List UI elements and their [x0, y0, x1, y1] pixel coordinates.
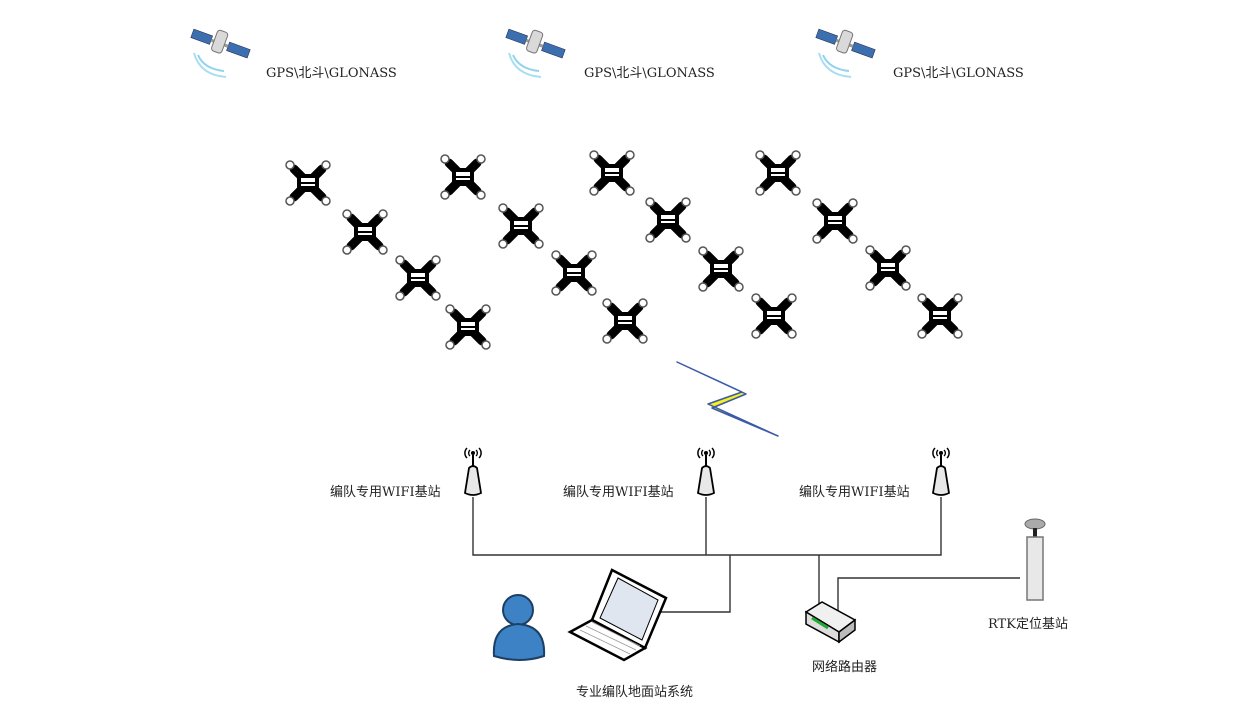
- wifi-station-label: 编队专用WIFI基站: [799, 485, 910, 500]
- satellite-icon: [813, 20, 879, 78]
- drone-icon: [813, 199, 857, 243]
- network-wires: [472, 497, 1020, 613]
- laptop-icon: [567, 568, 668, 662]
- drone-icon: [752, 294, 796, 338]
- drone-icon: [699, 247, 743, 291]
- drone-icon: [446, 305, 490, 349]
- drone-icon: [590, 151, 634, 195]
- drone-icon: [646, 198, 690, 242]
- wifi-antenna-icon: [696, 447, 716, 496]
- satellite-label: GPS\北斗\GLONASS: [893, 66, 1024, 81]
- lightning-icon: [676, 361, 779, 437]
- satellite-icon: [503, 20, 569, 78]
- router-label: 网络路由器: [812, 660, 878, 675]
- drone-icon: [441, 155, 485, 199]
- router-icon: [804, 601, 857, 644]
- wifi-antenna-icon: [931, 447, 951, 496]
- satellite-icon: [188, 20, 254, 78]
- drone-icon: [396, 256, 440, 300]
- drone-icon: [286, 161, 330, 205]
- satellite-label: GPS\北斗\GLONASS: [266, 66, 397, 81]
- wifi-station-label: 编队专用WIFI基站: [563, 485, 674, 500]
- drone-icon: [343, 210, 387, 254]
- drone-icon: [918, 294, 962, 338]
- drone-icon: [603, 299, 647, 343]
- wifi-antenna-icon: [463, 447, 483, 496]
- rtk-base-icon: [1024, 518, 1046, 601]
- drone-icon: [756, 151, 800, 195]
- drone-swarm: [286, 151, 962, 349]
- wifi-station-label: 编队专用WIFI基站: [330, 485, 441, 500]
- drone-icon: [866, 246, 910, 290]
- drone-icon: [552, 251, 596, 295]
- rtk-label: RTK定位基站: [988, 617, 1068, 632]
- satellite-label: GPS\北斗\GLONASS: [584, 66, 715, 81]
- drone-icon: [499, 204, 543, 248]
- user-icon: [492, 594, 546, 661]
- ground-station-label: 专业编队地面站系统: [576, 685, 694, 700]
